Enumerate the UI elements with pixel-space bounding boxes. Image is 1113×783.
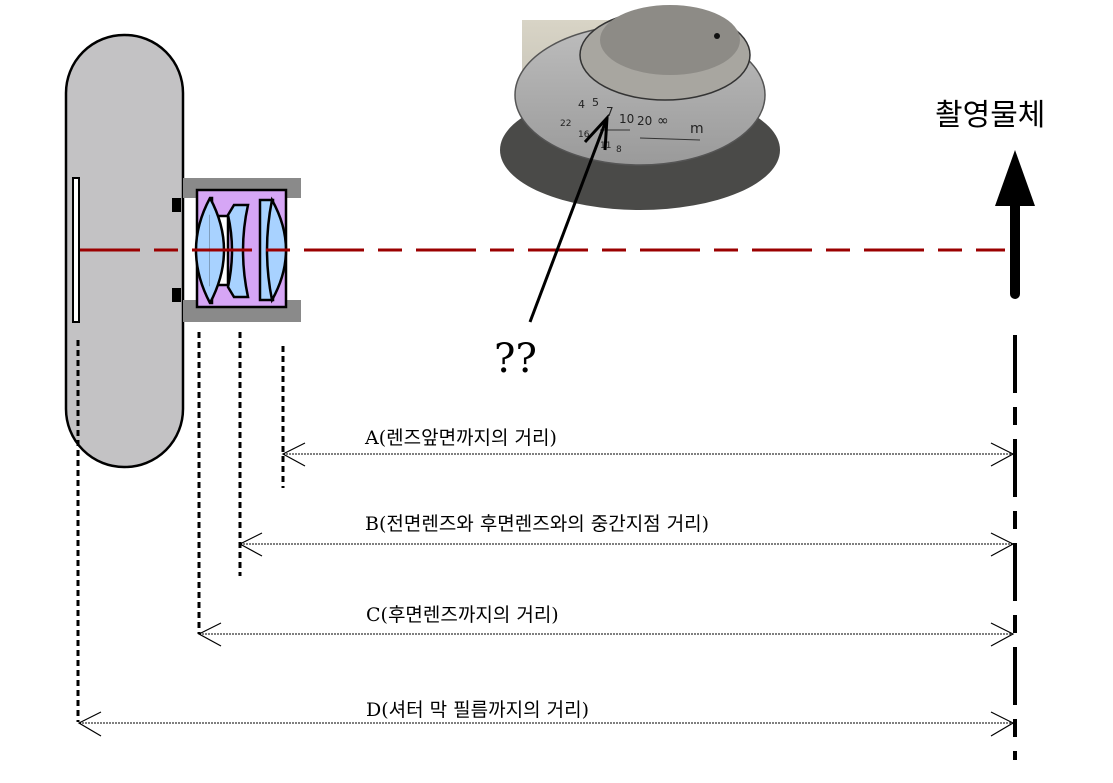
distance-A: A(렌즈앞면까지의 거리) [281,427,1015,467]
film-plane [72,177,80,323]
pointer-line [528,117,609,323]
svg-text:∞: ∞ [657,113,669,129]
svg-text:5: 5 [592,96,599,109]
svg-text:10: 10 [619,112,634,126]
subject-arrow-icon [995,150,1035,299]
distance-B-label: B(전면렌즈와 후면렌즈와의 중간지점 거리) [365,513,709,535]
pointer-arrow-icon [583,113,609,151]
focus-scale-photo: 4 5 7 10 20 ∞ m 22 16 11 8 [500,5,780,210]
svg-text:7: 7 [606,105,614,119]
distance-B: B(전면렌즈와 후면렌즈와의 중간지점 거리) [238,513,1015,557]
distance-A-label: A(렌즈앞면까지의 거리) [364,427,557,449]
subject-label: 촬영물체 [935,98,1045,133]
distance-D: D(셔터 막 필름까지의 거리) [77,699,1015,737]
svg-text:8: 8 [616,145,622,155]
svg-text:4: 4 [578,98,585,111]
distance-D-label: D(셔터 막 필름까지의 거리) [366,699,589,721]
svg-text:20: 20 [637,114,652,128]
svg-text:m: m [690,121,704,137]
question-label: ?? [494,336,537,382]
distance-C: C(후면렌즈까지의 거리) [197,604,1015,647]
svg-text:22: 22 [560,119,571,129]
svg-text:16: 16 [578,130,590,140]
reference-lines [76,332,285,722]
distance-C-label: C(후면렌즈까지의 거리) [366,604,559,626]
